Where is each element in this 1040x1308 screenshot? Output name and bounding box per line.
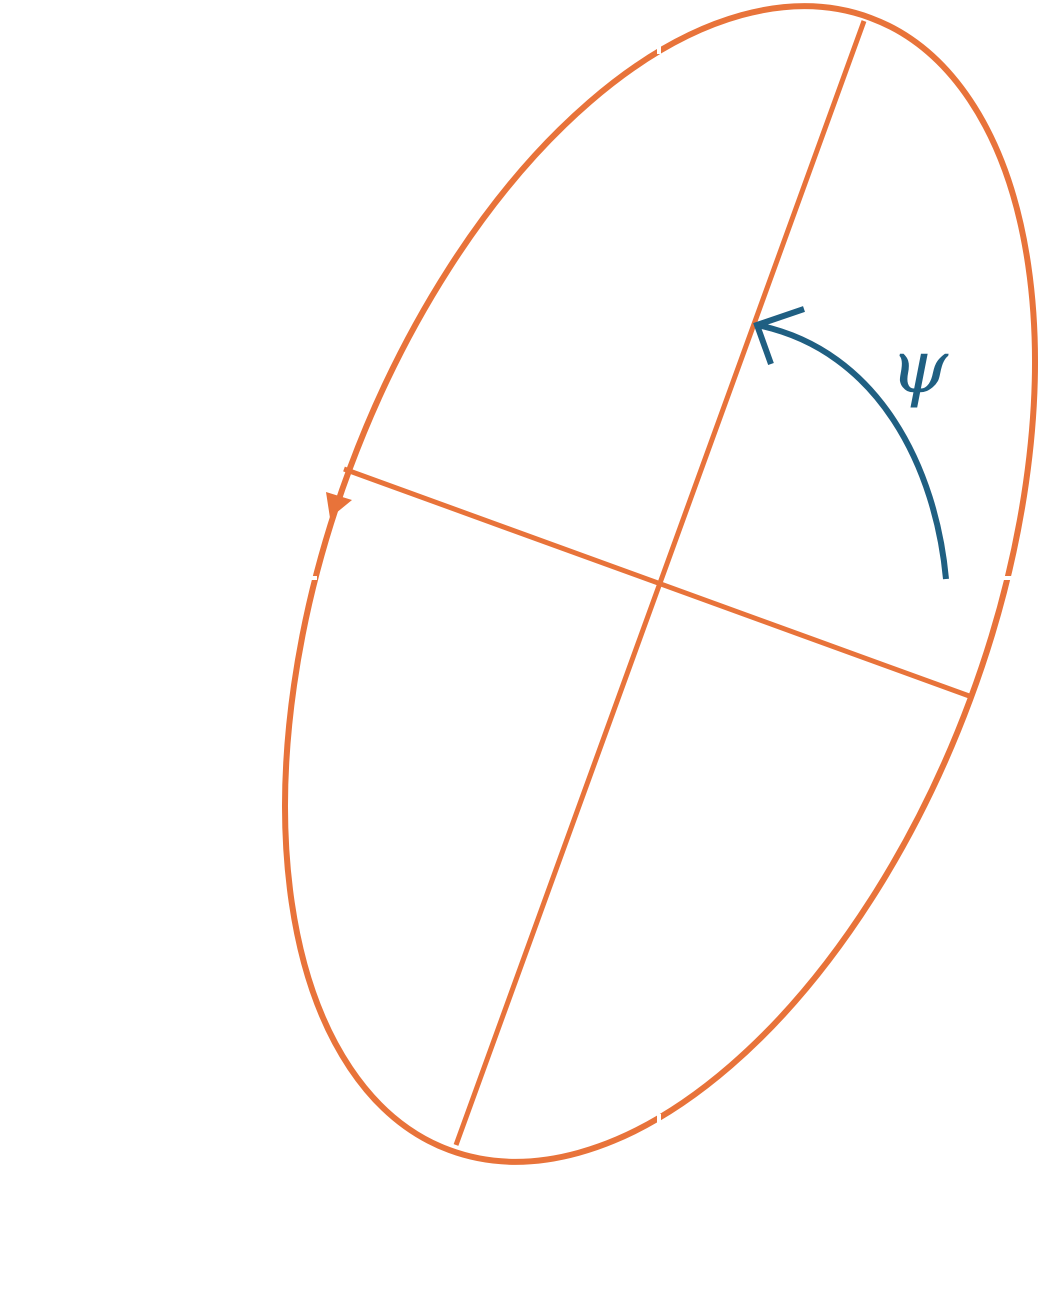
- polarization-ellipse: [282, 3, 1038, 1165]
- rotation-direction-arrowhead: [326, 492, 352, 518]
- angle-arc: [756, 322, 949, 580]
- angle-label-psi: ψ: [890, 324, 949, 410]
- angle-arc-arrowhead: [753, 306, 805, 366]
- minor-axis: [343, 466, 973, 700]
- axis-crossing-gaps: [303, 36, 1017, 1132]
